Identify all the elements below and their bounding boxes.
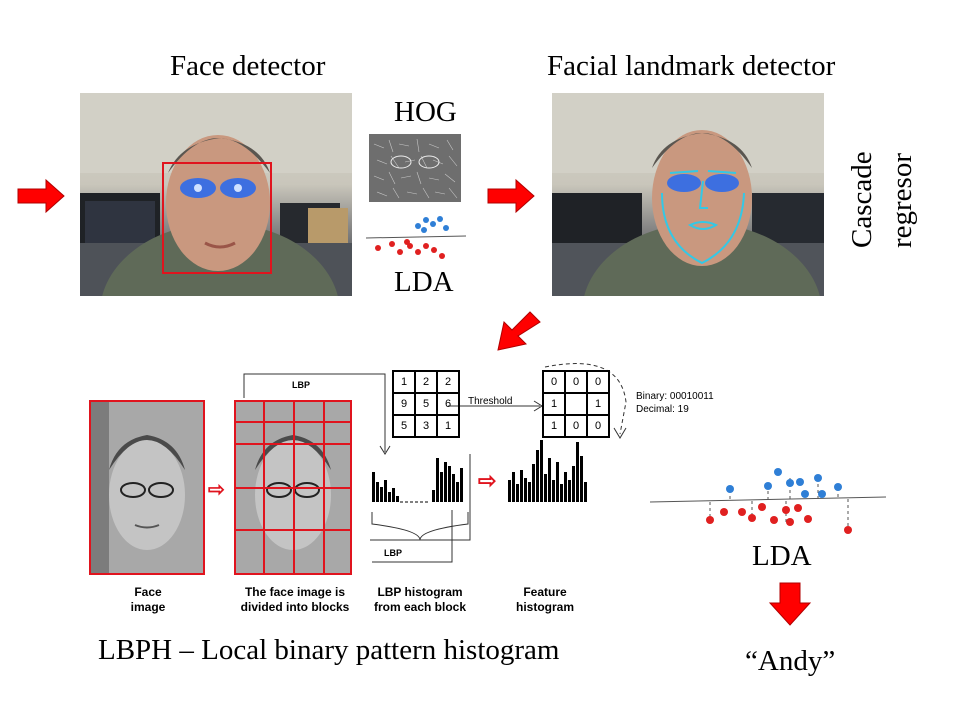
caption-line: LBP histogram bbox=[377, 585, 463, 599]
face-bounding-box bbox=[162, 162, 272, 274]
input-arrow bbox=[17, 178, 65, 214]
grid-cell: 1 bbox=[437, 415, 459, 437]
cascade-regressor-label: Cascade regresor bbox=[842, 151, 922, 248]
caption-divided: The face image is divided into blocks bbox=[225, 585, 365, 615]
face-detector-title: Face detector bbox=[170, 50, 326, 82]
grid-cell: 5 bbox=[415, 393, 437, 415]
face-detector-photo bbox=[80, 93, 352, 296]
binary-grid: 0 0 0 1 1 1 0 0 bbox=[542, 370, 610, 438]
binary-cell bbox=[565, 393, 587, 415]
small-red-arrow-icon: ⇨ bbox=[208, 479, 225, 501]
caption-line: image bbox=[130, 600, 166, 614]
decimal-text: Decimal: 19 bbox=[636, 404, 689, 415]
binary-cell: 0 bbox=[587, 415, 609, 437]
caption-feature-histogram: Feature histogram bbox=[500, 585, 590, 615]
landmark-detector-photo bbox=[552, 93, 824, 296]
grid-cell: 2 bbox=[415, 371, 437, 393]
caption-face-image: Face image bbox=[90, 585, 206, 615]
grid-cell: 1 bbox=[393, 371, 415, 393]
binary-cell: 0 bbox=[587, 371, 609, 393]
binary-cell: 1 bbox=[543, 415, 565, 437]
caption-line: The face image is bbox=[244, 585, 346, 599]
binary-text: Binary: 00010011 bbox=[636, 391, 714, 402]
binary-cell: 1 bbox=[543, 393, 565, 415]
grid-cell: 9 bbox=[393, 393, 415, 415]
face-image-divided bbox=[234, 400, 352, 575]
detector-to-landmark-arrow bbox=[487, 178, 535, 214]
lbp-neighborhood-grid: 1 2 2 9 5 6 5 3 1 bbox=[392, 370, 460, 438]
hog-feature-image bbox=[369, 134, 461, 202]
lbp-pipeline-diagram: ⇨ LBP L bbox=[80, 362, 714, 632]
binary-cell: 0 bbox=[565, 371, 587, 393]
binary-cell: 0 bbox=[543, 371, 565, 393]
lda-to-result-arrow bbox=[768, 582, 812, 626]
grid-cell: 5 bbox=[393, 415, 415, 437]
lda-label-right: LDA bbox=[752, 540, 812, 572]
caption-line: Face bbox=[134, 585, 162, 599]
caption-line: from each block bbox=[373, 600, 467, 614]
grid-cell: 6 bbox=[437, 393, 459, 415]
grid-cell: 3 bbox=[415, 415, 437, 437]
lbp-bottom-label: LBP bbox=[384, 548, 402, 558]
binary-cell: 0 bbox=[565, 415, 587, 437]
lbp-histograms bbox=[372, 440, 587, 502]
face-image-gray bbox=[89, 400, 205, 575]
caption-line: histogram bbox=[515, 600, 574, 614]
lbph-title: LBPH – Local binary pattern histogram bbox=[98, 634, 560, 666]
caption-line: Feature bbox=[523, 585, 567, 599]
cascade-line-2: regresor bbox=[886, 152, 918, 248]
hog-label: HOG bbox=[394, 96, 457, 128]
jawline-landmarks bbox=[661, 192, 745, 265]
landmark-detector-title: Facial landmark detector bbox=[547, 50, 836, 82]
lda-label-top: LDA bbox=[394, 266, 454, 298]
histogram-arrow-icon: ⇨ bbox=[478, 468, 497, 493]
caption-line: divided into blocks bbox=[240, 600, 350, 614]
grid-cell: 2 bbox=[437, 371, 459, 393]
lbp-top-label: LBP bbox=[292, 380, 310, 390]
caption-lbp-histogram: LBP histogram from each block bbox=[365, 585, 475, 615]
binary-cell: 1 bbox=[587, 393, 609, 415]
face-image-frame bbox=[89, 400, 205, 575]
result-name: “Andy” bbox=[745, 645, 836, 677]
cascade-line-1: Cascade bbox=[846, 151, 878, 248]
binary-decimal-readout: Binary: 00010011 Decimal: 19 bbox=[636, 390, 714, 416]
landmark-to-lbp-arrow bbox=[497, 311, 541, 351]
threshold-label: Threshold bbox=[468, 396, 513, 407]
